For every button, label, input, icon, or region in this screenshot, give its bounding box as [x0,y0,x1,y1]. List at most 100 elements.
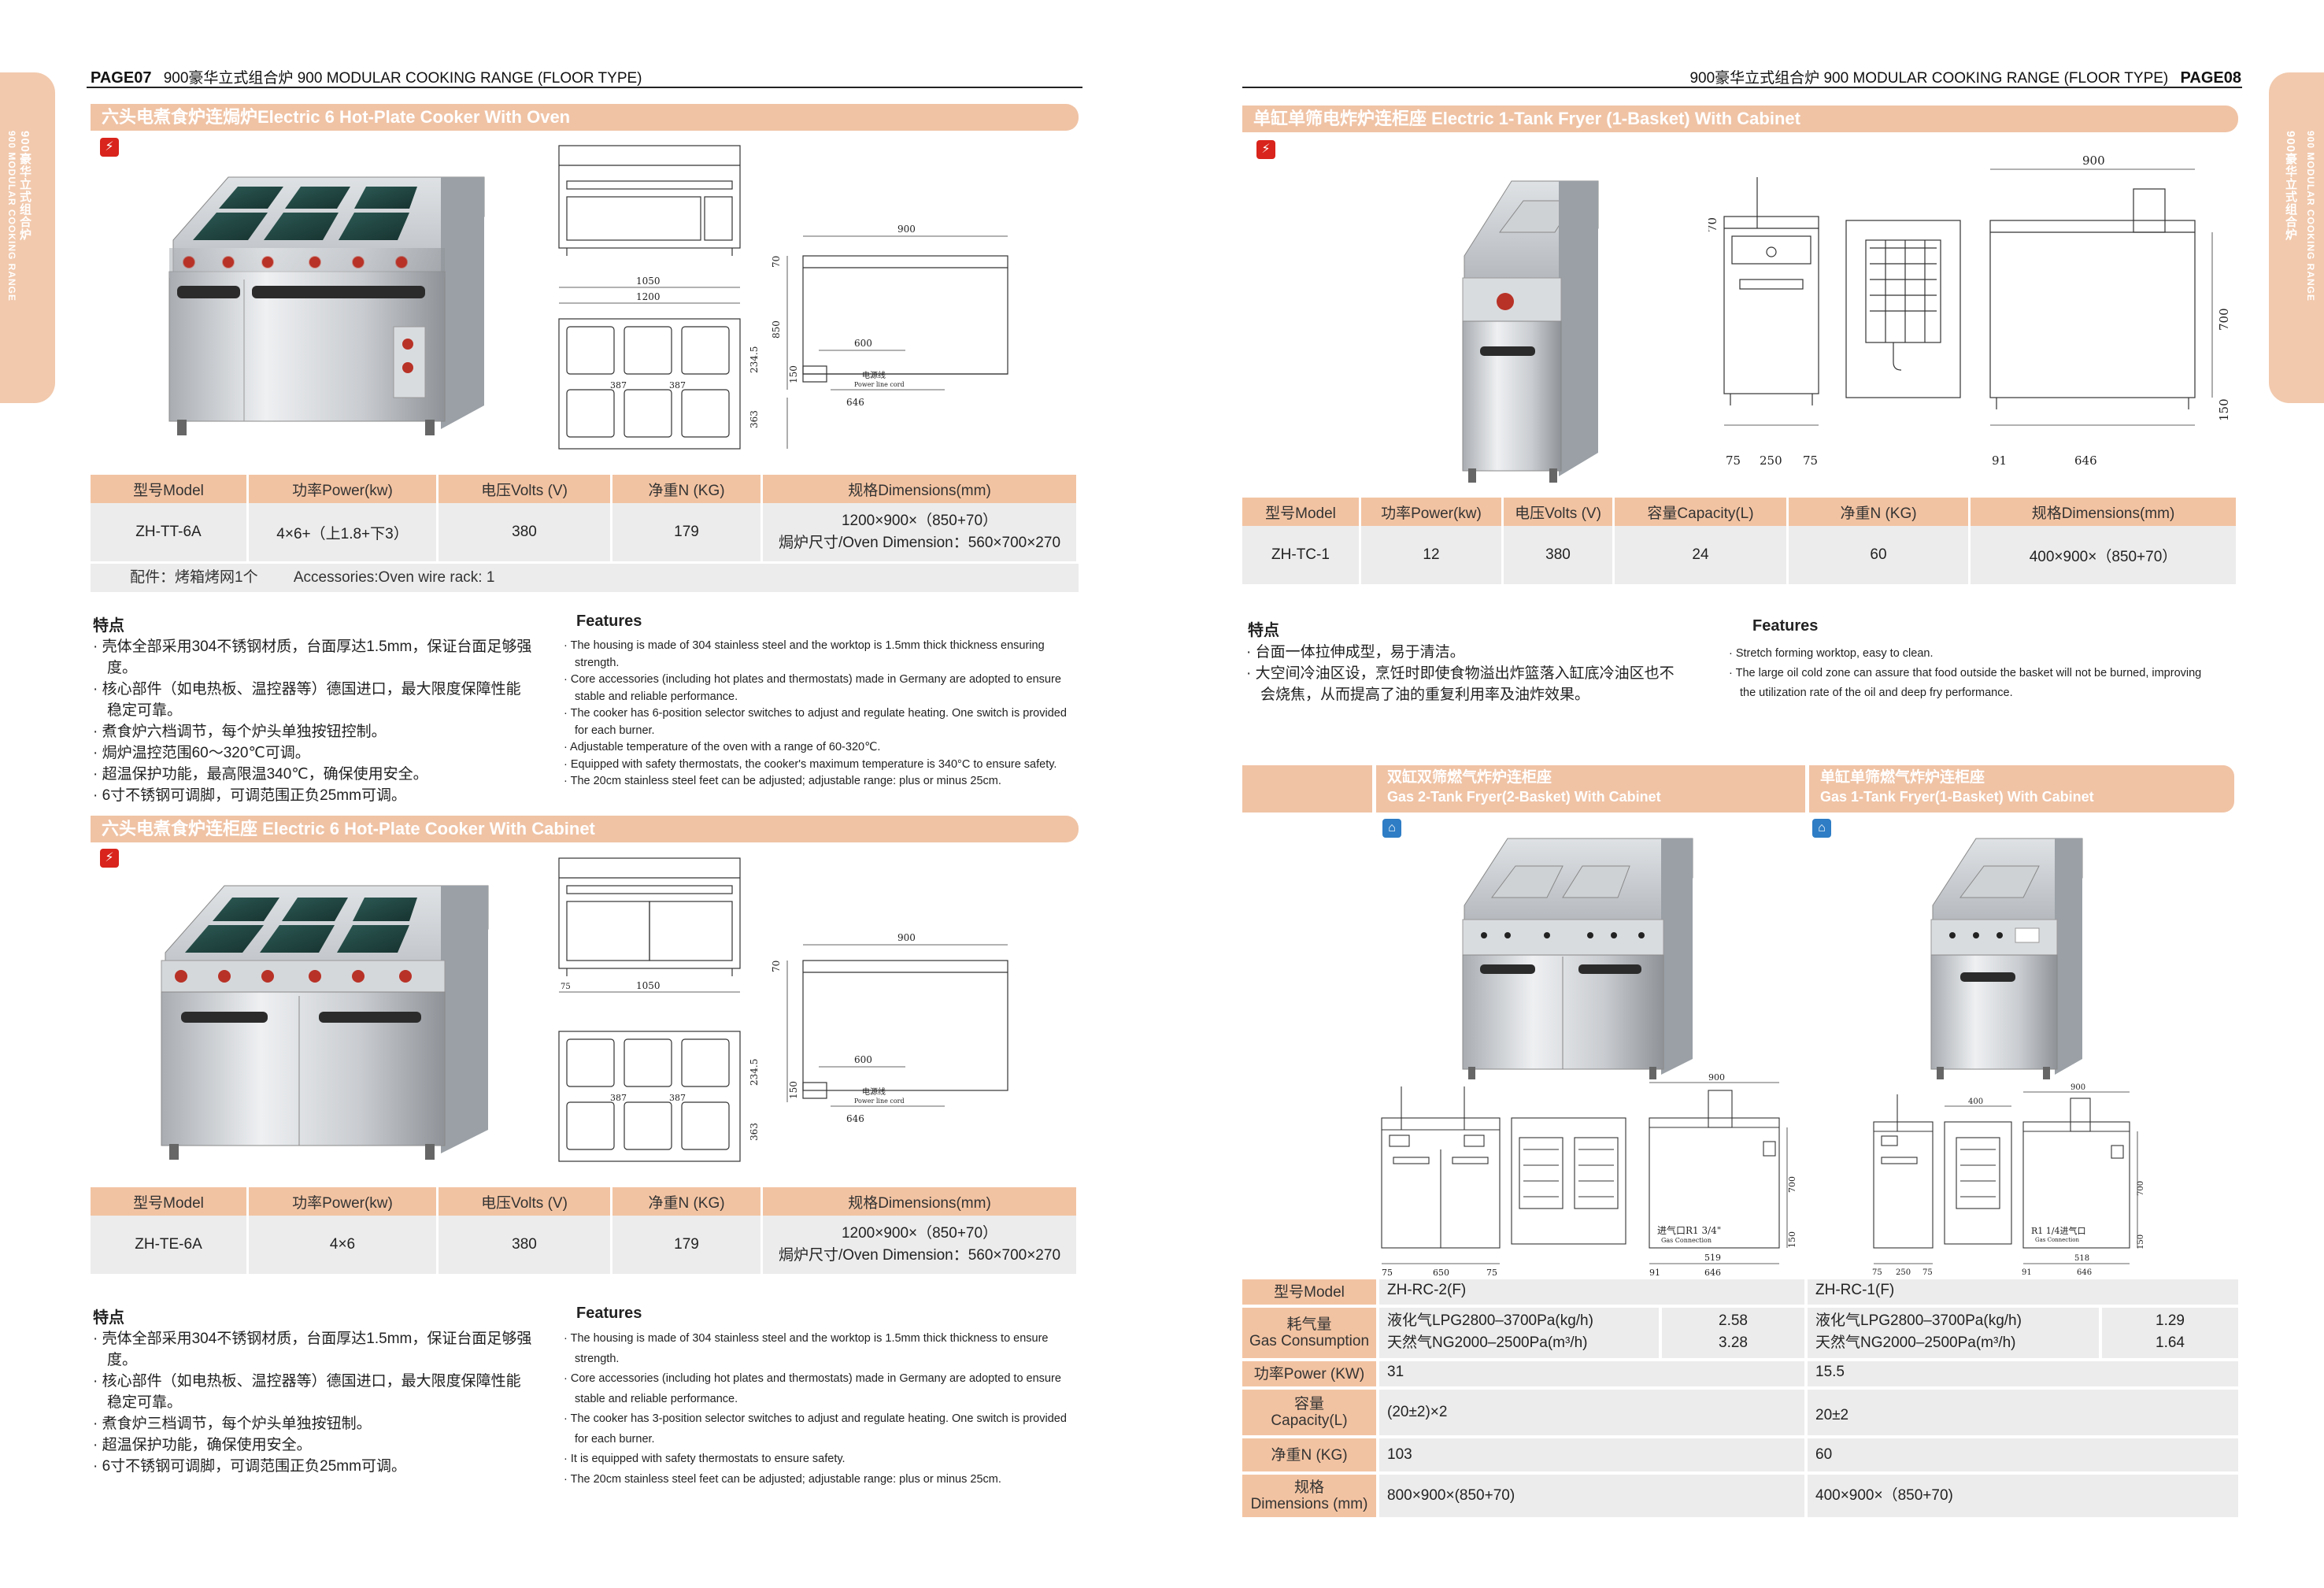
features-cn-list-3: · 台面一体拉伸成型，易于清洁。 · 大空间冷油区设，烹饪时即使食物溢出炸篮落入… [1246,642,1687,705]
feature-cn-item: · 核心部件（如电热板、温控器等）德国进口，最大限度保障性能稳定可靠。 [93,1373,521,1411]
td-model: ZH-TE-6A [91,1216,249,1274]
td-power: 4×6+（上1.8+下3） [247,503,439,561]
accessories-cn: 配件：烤箱烤网1个 [130,569,258,586]
th-model: 型号Model [1242,498,1361,526]
gt-lpg-b-val: 1.29 [2156,1312,2185,1329]
th-model: 型号Model [91,1187,249,1216]
product-photo-hotplate-oven [168,176,485,435]
section-title-hotplate-cabinet: 六头电煮食炉连柜座 Electric 6 Hot-Plate Cooker Wi… [91,816,1079,842]
feature-en-item: · Adjustable temperature of the oven wit… [564,741,881,753]
power-label-cn: 电源线 [862,370,886,380]
power-label-cn: 电源线 [862,1086,886,1097]
features-en-list-3: · Stretch forming worktop, easy to clean… [1729,644,2217,703]
technical-drawing-hotplate-cabinet: 1050 75 900 70 600 234.5 363 150 387 387… [558,857,1008,1162]
td-dimensions: 1200×900×（850+70） 焗炉尺寸/Oven Dimension：56… [761,1216,1079,1274]
feature-en-item: · It is equipped with safety thermostats… [564,1453,846,1465]
td-power: 12 [1360,526,1504,584]
dim-646: 646 [2077,1268,2092,1277]
dim-70: 70 [1708,217,1719,232]
td-dimensions: 1200×900×（850+70） 焗炉尺寸/Oven Dimension：56… [761,503,1079,561]
th-weight: 净重N (KG) [1787,498,1971,526]
dim-75a: 75 [1382,1268,1393,1278]
th-capacity: 容量Capacity(L) [1613,498,1789,526]
dim-75b: 75 [1486,1268,1497,1278]
features-en-title-2: Features [576,1305,642,1322]
dim-75: 75 [561,983,571,991]
features-cn-title-2: 特点 [93,1309,124,1327]
gt-model-a: ZH-RC-2(F) [1379,1279,1804,1305]
dim-250: 250 [1896,1268,1911,1277]
dim-700: 700 [1787,1176,1797,1193]
th-weight: 净重N (KG) [611,1187,763,1216]
dim-75b: 75 [1922,1268,1933,1277]
td-weight: 179 [611,503,763,561]
dim-363: 363 [749,1123,760,1141]
dim-line1: 1200×900×（850+70） [841,513,998,529]
gas-connection-en: Gas Connection [2035,1237,2079,1243]
gt-weight-a: 103 [1379,1438,1804,1471]
feature-cn-item: · 壳体全部采用304不锈钢材质，台面厚达1.5mm，保证台面足够强度。 [93,1331,532,1368]
td-weight: 179 [611,1216,763,1274]
side-tab-right-text-en: 900 MODULAR COOKING RANGE [2305,131,2316,302]
dim-91: 91 [1649,1268,1660,1278]
td-volts: 380 [437,503,612,561]
gt-model-b: ZH-RC-1(F) [1808,1279,2238,1305]
dim-150: 150 [1787,1231,1797,1248]
technical-drawing-electric-fryer: 900 70 700 150 75 250 75 91 646 [1708,154,2231,468]
gt-power-label: 功率Power (KW) [1242,1361,1376,1386]
gas-connection-en: Gas Connection [1661,1237,1712,1244]
dim-250: 250 [1760,453,1782,468]
feature-cn-item: · 大空间冷油区设，烹饪时即使食物溢出炸篮落入缸底冷油区也不会烧焦，从而提高了油… [1246,665,1675,703]
page-header-left: PAGE07 900豪华立式组合炉 900 MODULAR COOKING RA… [91,66,642,87]
dim-850: 850 [771,320,782,339]
gt-dimensions-a: 800×900×(850+70) [1379,1475,1804,1517]
spec-table-hotplate-oven: 型号Model 功率Power(kw) 电压Volts (V) 净重N (KG)… [91,475,1079,561]
gt-model-label: 型号Model [1242,1279,1376,1305]
side-tab-left-text-cn: 900豪华立式组合炉 [18,131,31,242]
dim-line1: 1200×900×（850+70） [841,1225,998,1242]
product-photo-hotplate-cabinet [161,885,489,1160]
gt-capacity-label-en: Capacity(L) [1271,1412,1348,1429]
dim-75a: 75 [1726,453,1741,468]
feature-cn-item: · 超温保护功能，确保使用安全。 [93,1437,312,1453]
dim-150: 150 [788,365,799,383]
dim-700: 700 [2137,1181,2145,1196]
feature-en-item: · The 20cm stainless steel feet can be a… [564,1472,1001,1486]
td-volts: 380 [437,1216,612,1274]
gt-ng-b: 天然气NG2000–2500Pa(m³/h) [1815,1334,2016,1351]
dim-91: 91 [2022,1268,2032,1277]
section-bar-spacer [1242,765,1372,813]
td-weight: 60 [1787,526,1971,584]
dim-519: 519 [1704,1253,1721,1263]
dim-1200: 1200 [636,291,661,302]
header-rule-right [1242,87,2242,88]
dim-line2: 焗炉尺寸/Oven Dimension：560×700×270 [778,1247,1061,1264]
power-label-en: Power line cord [854,381,905,388]
th-power: 功率Power(kw) [247,475,439,503]
header-title-left: 900豪华立式组合炉 900 MODULAR COOKING RANGE (FL… [163,70,642,87]
dim-900: 900 [2071,1083,2085,1092]
gt-capacity-label: 容量 Capacity(L) [1242,1390,1376,1435]
feature-en-item: · The housing is made of 304 stainless s… [564,639,1045,669]
gt-lpg-a-val: 2.58 [1719,1312,1748,1329]
dim-70: 70 [771,256,782,268]
feature-en-item: · Stretch forming worktop, easy to clean… [1729,647,1934,660]
feature-cn-item: · 煮食炉六档调节，每个炉头单独按钮控制。 [93,724,387,740]
gt-gas-label-cn: 耗气量 [1286,1316,1332,1333]
th-dimensions: 规格Dimensions(mm) [761,475,1079,503]
page-header-right: 900豪华立式组合炉 900 MODULAR COOKING RANGE (FL… [1689,66,2241,87]
th-power: 功率Power(kw) [1360,498,1504,526]
dim-387b: 387 [669,1093,686,1103]
feature-cn-item: · 台面一体拉伸成型，易于清洁。 [1246,644,1465,661]
th-volts: 电压Volts (V) [437,475,612,503]
dim-387b: 387 [669,380,686,391]
td-volts: 380 [1502,526,1615,584]
dim-387a: 387 [610,380,627,391]
dim-900: 900 [897,224,916,235]
technical-drawing-gas-1tank: 900 400 700 150 75 250 75 91 518 646 R1 … [1872,1083,2145,1277]
gt-power-a: 31 [1379,1361,1804,1386]
dim-900: 900 [1708,1072,1725,1083]
feature-en-item: · The 20cm stainless steel feet can be a… [564,775,1001,787]
gt-dimensions-label: 规格 Dimensions (mm) [1242,1475,1376,1517]
section-title-gas-2tank-en: Gas 2-Tank Fryer(2-Basket) With Cabinet [1387,789,1661,805]
